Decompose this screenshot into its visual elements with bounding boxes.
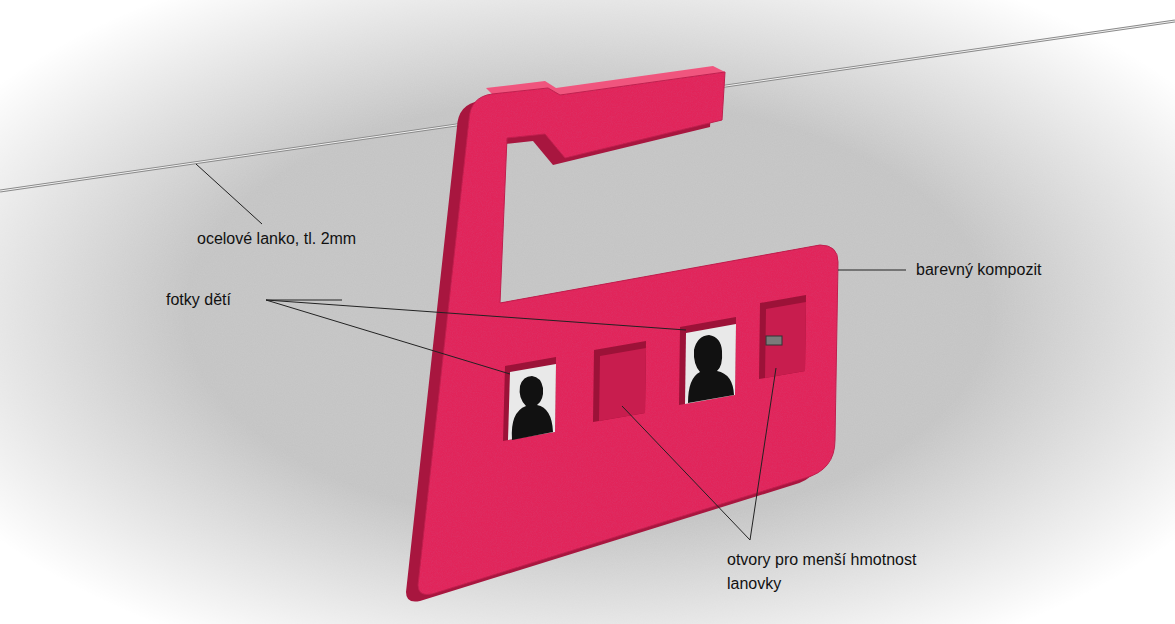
child-silhouette — [512, 376, 553, 440]
callout-label: otvory pro menší hmotnost lanovky — [727, 548, 942, 596]
child-photo — [508, 364, 556, 440]
leader-line — [266, 300, 510, 374]
child-silhouette — [688, 335, 734, 403]
leader-line — [196, 164, 262, 224]
windows — [503, 295, 806, 441]
weight-hole — [593, 341, 646, 422]
composite-texture — [400, 60, 850, 605]
window-frame — [503, 357, 556, 441]
window-frame — [679, 317, 736, 405]
leader-line — [266, 300, 686, 330]
small-device — [766, 336, 782, 345]
leader-line — [838, 270, 906, 271]
leader-lines — [196, 164, 906, 540]
callout-label: ocelové lanko, tl. 2mm — [197, 227, 437, 251]
callout-label: barevný kompozit — [916, 258, 1136, 282]
weight-hole — [759, 295, 806, 379]
callout-label: fotky dětí — [166, 288, 264, 312]
leader-line — [266, 300, 342, 301]
child-photo — [685, 324, 736, 404]
leader-line — [622, 406, 750, 540]
weight-hole-inner — [599, 348, 646, 421]
weight-hole-inner — [765, 302, 806, 378]
leader-line — [750, 368, 776, 540]
